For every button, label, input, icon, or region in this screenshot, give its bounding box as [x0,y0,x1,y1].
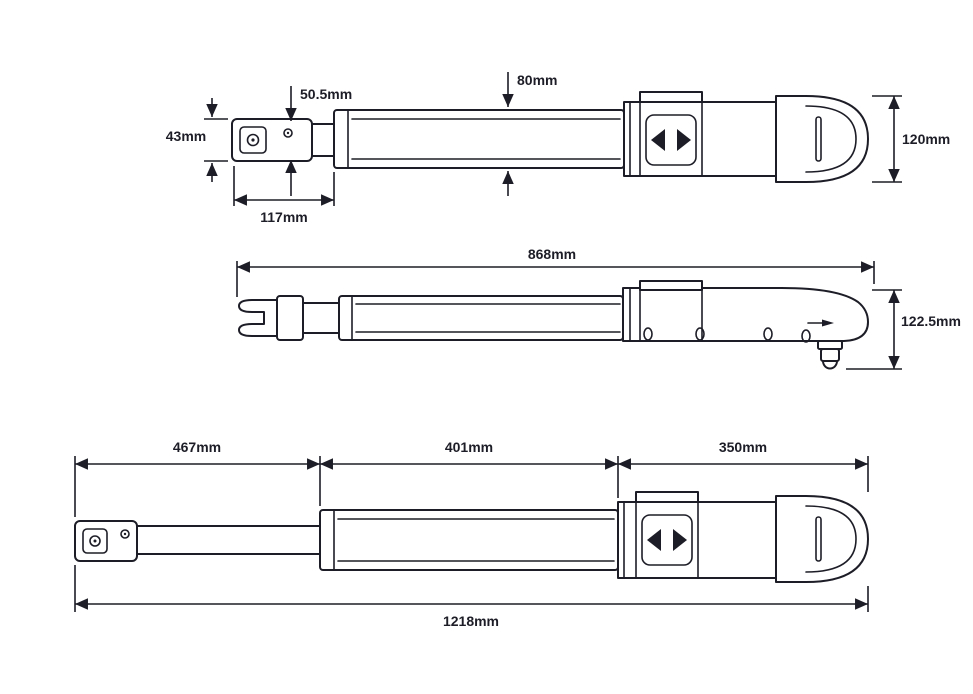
dim-segments: 467mm 401mm 350mm [74,439,869,517]
pivot-center-3 [93,539,97,543]
release-arrow-left-icon [651,129,665,151]
rear-cap-inner-curve [805,105,857,173]
screw-center [286,131,290,135]
gland-nut [820,348,840,362]
piston-rod-extended [302,302,340,334]
dim-tube-height: 80mm [502,72,557,196]
screw-head-3 [120,529,130,539]
motor-housing-3 [617,491,777,579]
clevis-fork [238,299,278,337]
screw-head [283,128,293,138]
motor-housing-body-3 [617,501,777,579]
front-mount [231,118,313,162]
fork-hub [276,295,304,341]
square-drive-hole [239,126,267,154]
rear-cap-body [775,95,869,183]
dim-rear-height: 120mm [872,95,950,183]
dim-label-tube-height: 80mm [517,72,557,88]
rear-cap-slot [815,116,822,162]
dim-label-rear-height-2: 122.5mm [901,313,961,329]
rear-detail-arrow-icon [822,319,834,327]
dim-label-rear-height: 120mm [902,131,950,147]
dim-front-length: 117mm [233,166,335,225]
outer-tube-3 [319,509,619,571]
view-full-length: 467mm 401mm 350mm [74,439,869,629]
dim-label-front-length-3: 467mm [173,439,221,455]
rear-cap-inner-curve-3 [805,505,857,573]
square-drive-hole-3 [82,528,108,554]
dim-label-total-length: 1218mm [443,613,499,629]
pivot-hole [246,133,260,147]
motor-housing-underside [622,280,869,343]
dim-label-mid-length-3: 401mm [445,439,493,455]
dim-rod-height: 50.5mm [285,86,352,196]
rear-cap [775,95,869,183]
dim-body-length: 868mm [236,246,875,297]
top-clamp [639,91,703,103]
piston-rod [311,123,335,157]
housing-body-2 [622,287,869,342]
dim-label-front-length: 117mm [260,209,307,225]
dim-total-length: 1218mm [74,565,869,629]
outer-tube-body-2 [338,295,624,341]
piston-rod-3 [136,525,321,555]
dim-rear-height-2: 122.5mm [846,289,961,370]
pivot-hole-3 [89,535,101,547]
motor-housing [623,91,777,177]
outer-tube-underside [338,295,624,341]
view-extended: 868mm [236,246,961,370]
dim-label-rod-height: 50.5mm [300,86,352,102]
top-clamp-3 [635,491,699,503]
front-mount-body [231,118,313,162]
release-arrow-right-icon [677,129,691,151]
rear-cap-body-3 [775,495,869,583]
pivot-center [251,138,255,142]
outer-tube [333,109,625,169]
dim-label-front-height: 43mm [166,128,206,144]
gland-flange [817,340,843,350]
rear-cap-3 [775,495,869,583]
view-retracted: 43mm 50.5mm 80mm 117mm 120mm [166,72,950,225]
top-clamp-2 [639,280,703,291]
gland-cap [822,360,838,370]
release-lever-3 [641,514,693,566]
cable-gland [817,340,843,370]
screw-center-3 [123,532,127,536]
mounting-holes [643,327,811,343]
rear-cap-slot-3 [815,516,822,562]
release-lever [645,114,697,166]
front-mount-3 [74,520,138,562]
dim-label-rear-length-3: 350mm [719,439,767,455]
front-mount-body-3 [74,520,138,562]
dim-label-body-length: 868mm [528,246,576,262]
dim-front-height: 43mm [166,98,228,182]
release-arrow-left-icon-3 [647,529,661,551]
release-arrow-right-icon-3 [673,529,687,551]
